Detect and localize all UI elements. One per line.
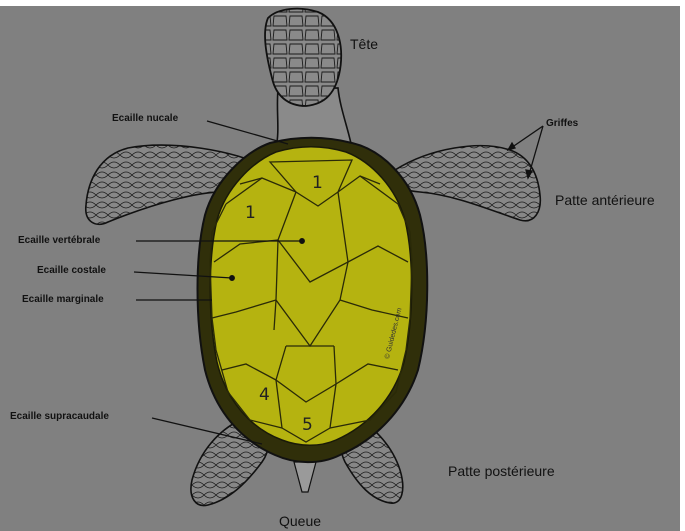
label-tail: Queue	[279, 513, 321, 529]
label-head: Tête	[350, 36, 378, 52]
scute-number-vertebral-5: 5	[302, 415, 313, 435]
label-rear-flipper: Patte postérieure	[448, 463, 555, 479]
label-vertebral-scute: Ecaille vertébrale	[18, 235, 100, 246]
scute-number-costal-1: 1	[245, 203, 256, 223]
label-nuchal-scute: Ecaille nucale	[112, 113, 178, 124]
head	[265, 9, 341, 106]
scute-number-costal-4: 4	[259, 385, 270, 405]
leader-nuchal	[207, 121, 288, 144]
label-front-flipper: Patte antérieure	[555, 192, 655, 208]
label-claws: Griffes	[546, 118, 578, 129]
label-costal-scute: Ecaille costale	[37, 265, 106, 276]
scute-number-vertebral-1: 1	[312, 173, 323, 193]
label-marginal-scute: Ecaille marginale	[22, 294, 104, 305]
label-supracaudal-scute: Ecaille supracaudale	[10, 411, 109, 422]
tail	[294, 462, 316, 492]
